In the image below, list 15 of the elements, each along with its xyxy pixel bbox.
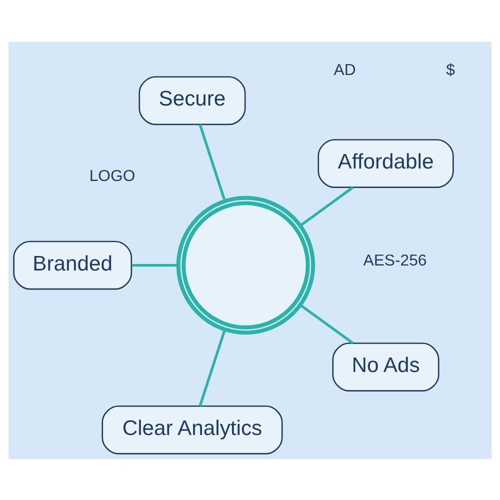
node-circle: [176, 195, 316, 334]
connector: [132, 263, 178, 266]
label: $: [446, 62, 455, 79]
label: AES-256: [363, 252, 427, 269]
connector: [300, 303, 354, 344]
connector: [299, 186, 354, 226]
label: LOGO: [89, 167, 136, 184]
node-box: No Ads: [332, 342, 440, 391]
node-box: Secure: [138, 76, 246, 125]
node-box: Affordable: [318, 138, 454, 188]
connector: [198, 124, 226, 202]
connector: [198, 328, 226, 406]
node-box: Clear Analytics: [102, 404, 283, 454]
label: AD: [334, 62, 356, 79]
node-box: Branded: [13, 240, 132, 290]
